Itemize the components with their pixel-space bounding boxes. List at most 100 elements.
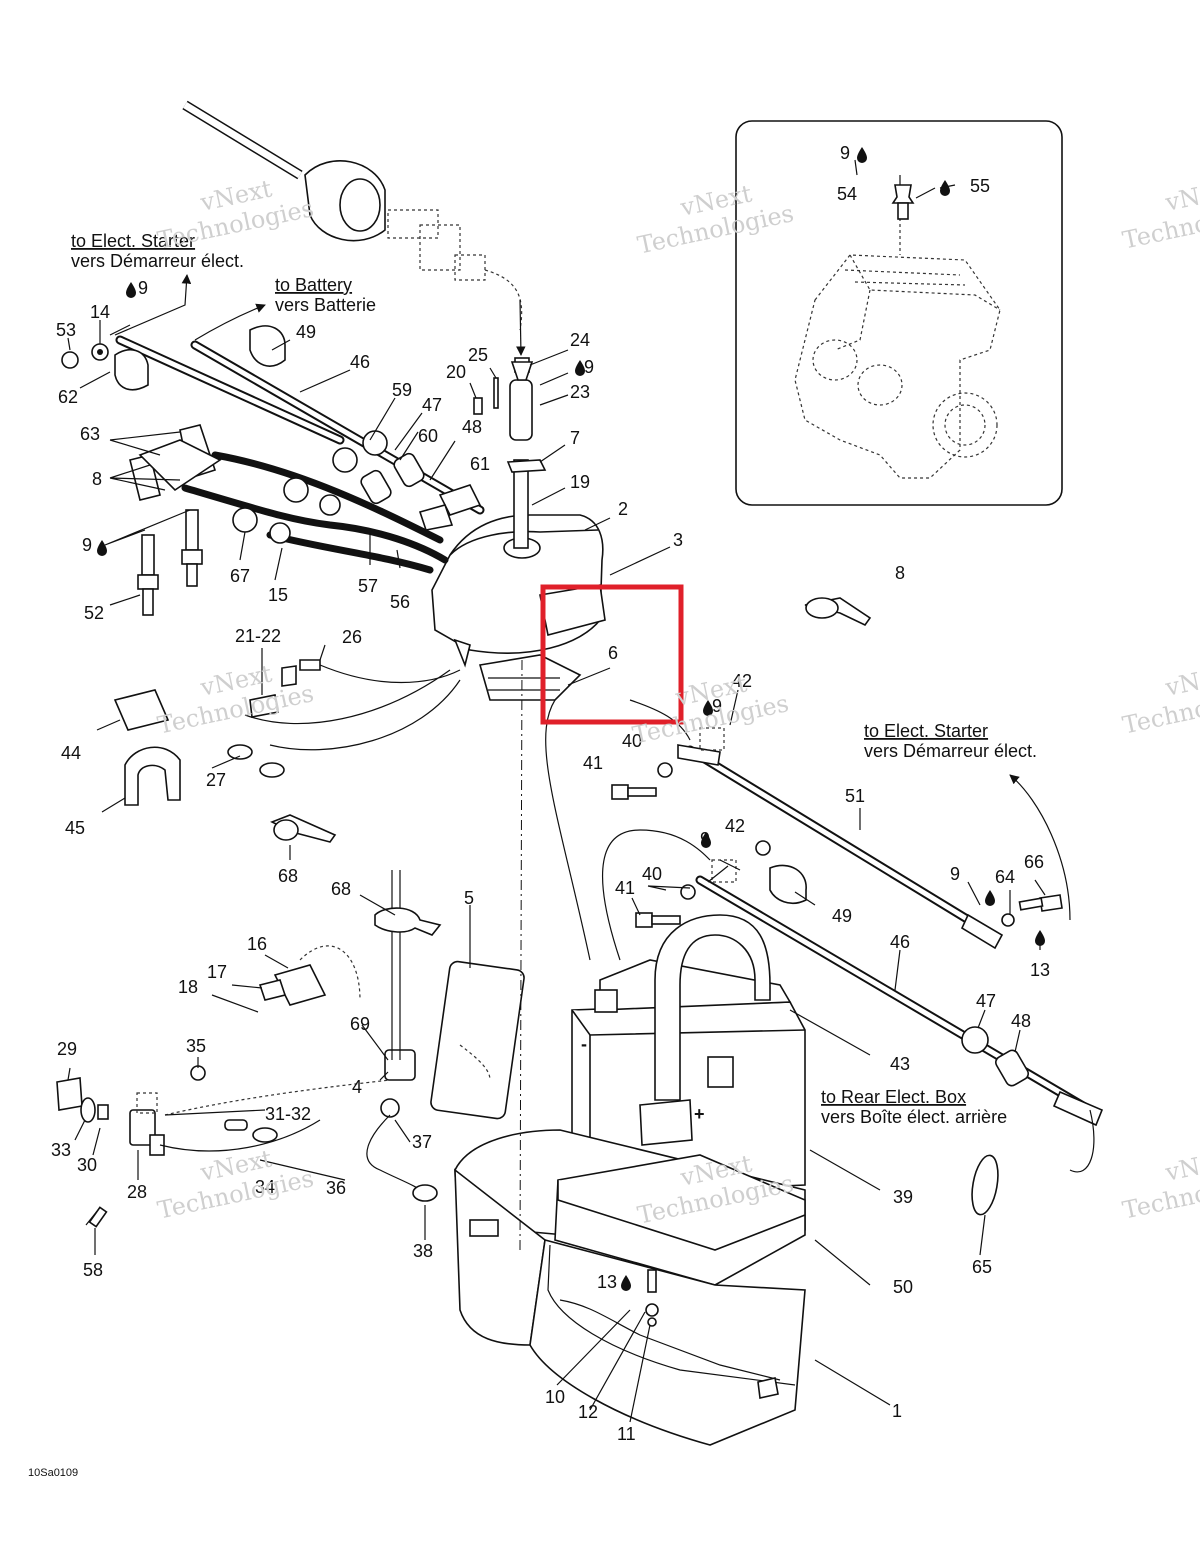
callout-31-32: 31-32 bbox=[265, 1104, 311, 1124]
callout-11: 11 bbox=[617, 1424, 636, 1444]
note-battery-fr: vers Batterie bbox=[275, 295, 376, 315]
callout-29: 29 bbox=[57, 1039, 77, 1059]
callout-2: 2 bbox=[618, 499, 628, 519]
callout-51: 51 bbox=[845, 786, 865, 806]
callout-7: 7 bbox=[570, 428, 580, 448]
callout-45: 45 bbox=[65, 818, 85, 838]
callout-34: 34 bbox=[255, 1177, 275, 1197]
callout-8: 8 bbox=[92, 469, 102, 489]
callout-9: 9 bbox=[82, 535, 92, 555]
callout-60: 60 bbox=[418, 426, 438, 446]
callout-14: 14 bbox=[90, 302, 110, 322]
callout-47: 47 bbox=[976, 991, 996, 1011]
note-starter-top-fr: vers Démarreur élect. bbox=[71, 251, 244, 271]
callout-25: 25 bbox=[468, 345, 488, 365]
callout-35: 35 bbox=[186, 1036, 206, 1056]
callout-42: 42 bbox=[732, 671, 752, 691]
callout-54: 54 bbox=[837, 184, 857, 204]
callout-13: 13 bbox=[597, 1272, 617, 1292]
callout-44: 44 bbox=[61, 743, 81, 763]
callout-46: 46 bbox=[890, 932, 910, 952]
callout-56: 56 bbox=[390, 592, 410, 612]
callout-39: 39 bbox=[893, 1187, 913, 1207]
note-starter-top-en: to Elect. Starter bbox=[71, 231, 195, 251]
callout-23: 23 bbox=[570, 382, 590, 402]
callout-68: 68 bbox=[331, 879, 351, 899]
callout-49: 49 bbox=[832, 906, 852, 926]
callout-41: 41 bbox=[615, 878, 635, 898]
callout-9: 9 bbox=[840, 143, 850, 163]
callout-63: 63 bbox=[80, 424, 100, 444]
top-battery-cables bbox=[114, 325, 485, 531]
callout-37: 37 bbox=[412, 1132, 432, 1152]
lower-left-connectors bbox=[56, 1065, 321, 1228]
callout-9: 9 bbox=[138, 278, 148, 298]
callout-8: 8 bbox=[895, 563, 905, 583]
callout-69: 69 bbox=[350, 1014, 370, 1034]
direction-arrows bbox=[114, 274, 1095, 1173]
note-starter-right-fr: vers Démarreur élect. bbox=[864, 741, 1037, 761]
callout-49: 49 bbox=[296, 322, 316, 342]
callout-24: 24 bbox=[570, 330, 590, 350]
callout-20: 20 bbox=[446, 362, 466, 382]
callout-9: 9 bbox=[950, 864, 960, 884]
ignition-cables bbox=[129, 424, 449, 616]
callout-57: 57 bbox=[358, 576, 378, 596]
callout-48: 48 bbox=[462, 417, 482, 437]
note-battery-en: to Battery bbox=[275, 275, 352, 295]
callout-66: 66 bbox=[1024, 852, 1044, 872]
callout-3: 3 bbox=[673, 530, 683, 550]
ignition-coil-housing bbox=[431, 357, 606, 701]
engine-inset bbox=[735, 120, 1063, 506]
callout-4: 4 bbox=[352, 1077, 362, 1097]
battery-box bbox=[454, 1129, 806, 1446]
callout-33: 33 bbox=[51, 1140, 71, 1160]
highlight-box bbox=[540, 584, 684, 725]
callout-5: 5 bbox=[464, 888, 474, 908]
callout-6: 6 bbox=[608, 643, 618, 663]
callout-1: 1 bbox=[892, 1401, 902, 1421]
callout-40: 40 bbox=[642, 864, 662, 884]
diagram-code: 10Sa0109 bbox=[28, 1467, 78, 1479]
rectifier-assembly bbox=[164, 870, 525, 1202]
callout-27: 27 bbox=[206, 770, 226, 790]
callout-65: 65 bbox=[972, 1257, 992, 1277]
note-starter-right-en: to Elect. Starter bbox=[864, 721, 988, 741]
note-to-rear-box: to Rear Elect. Box vers Boîte élect. arr… bbox=[821, 1087, 1007, 1127]
callout-26: 26 bbox=[342, 627, 362, 647]
callout-58: 58 bbox=[83, 1260, 103, 1280]
callout-55: 55 bbox=[970, 176, 990, 196]
callout-17: 17 bbox=[207, 962, 227, 982]
callout-9: 9 bbox=[584, 357, 594, 377]
callout-28: 28 bbox=[127, 1182, 147, 1202]
callout-12: 12 bbox=[578, 1402, 598, 1422]
callout-47: 47 bbox=[422, 395, 442, 415]
callout-36: 36 bbox=[326, 1178, 346, 1198]
note-to-battery: to Battery vers Batterie bbox=[275, 275, 376, 315]
main-harness-connector bbox=[182, 100, 526, 356]
callout-30: 30 bbox=[77, 1155, 97, 1175]
callout-19: 19 bbox=[570, 472, 590, 492]
callout-41: 41 bbox=[583, 753, 603, 773]
note-rear-box-en: to Rear Elect. Box bbox=[821, 1087, 966, 1107]
callout-21-22: 21-22 bbox=[235, 626, 281, 646]
callout-10: 10 bbox=[545, 1387, 565, 1407]
callout-38: 38 bbox=[413, 1241, 433, 1261]
callout-48: 48 bbox=[1011, 1011, 1031, 1031]
callout-42: 42 bbox=[725, 816, 745, 836]
leader-lines bbox=[67, 159, 1046, 1423]
callout-40: 40 bbox=[622, 731, 642, 751]
callout-13: 13 bbox=[1030, 960, 1050, 980]
callout-59: 59 bbox=[392, 380, 412, 400]
positive-terminal-sign: + bbox=[694, 1104, 705, 1124]
negative-terminal-sign: - bbox=[581, 1034, 587, 1054]
